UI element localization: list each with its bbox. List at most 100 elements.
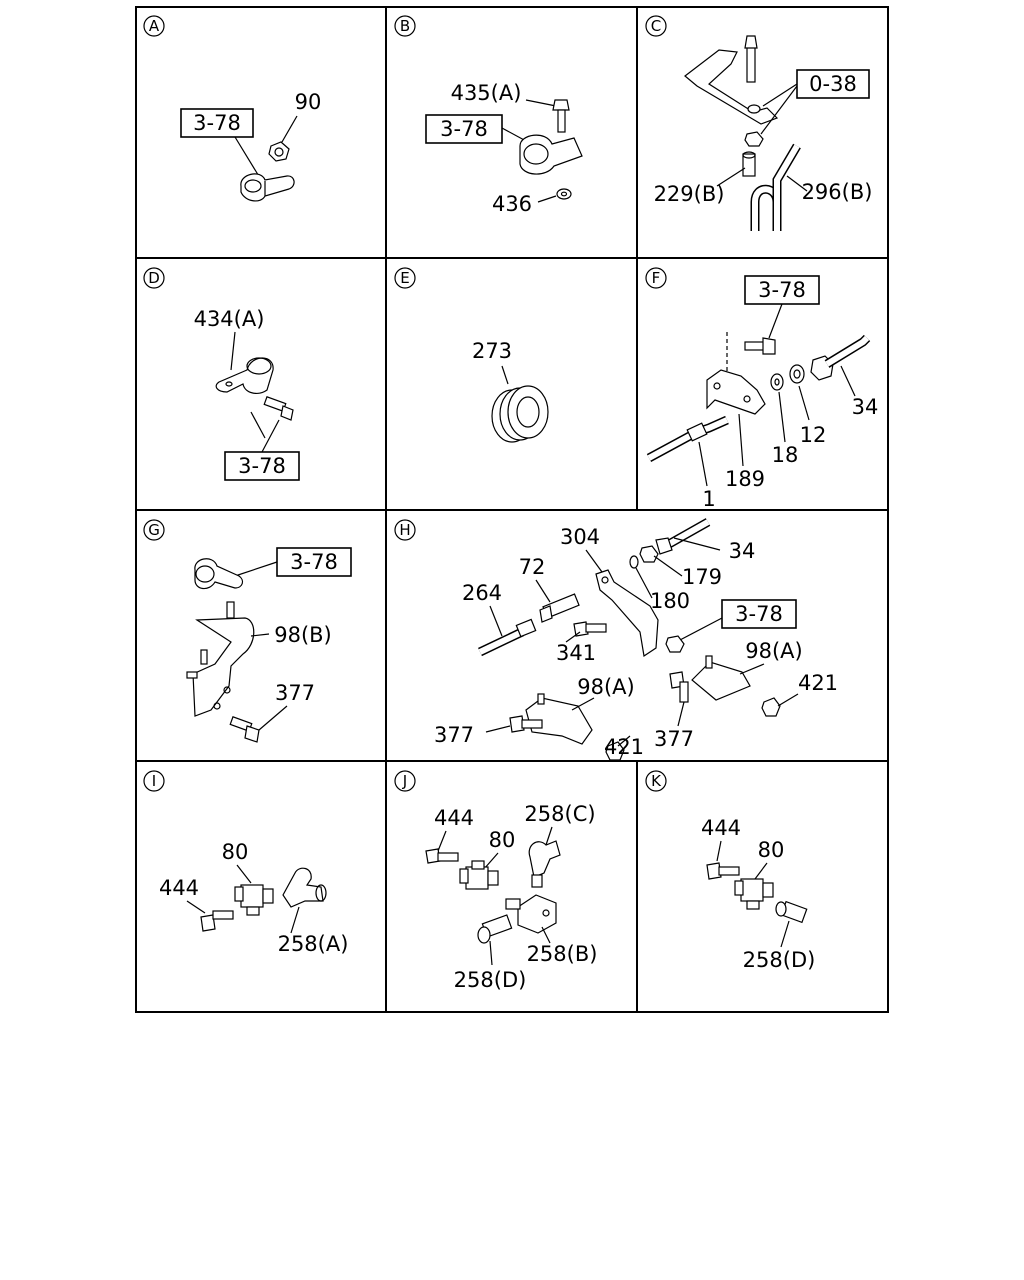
part-label: 421 — [604, 735, 644, 759]
ref-label: 3-78 — [290, 550, 338, 574]
bracket-icon — [684, 49, 779, 125]
part-label: 179 — [682, 565, 722, 589]
bolt-icon — [706, 862, 740, 880]
bolt-icon — [669, 671, 689, 703]
bolt-icon — [509, 715, 543, 733]
tube-icon — [742, 151, 756, 177]
grommet-icon — [491, 385, 549, 443]
panel-k: K 444 80 258(D) — [637, 761, 888, 1012]
panel-d: D 434(A) 3-78 — [135, 258, 386, 509]
svg-text:G: G — [148, 521, 160, 539]
part-label: 18 — [772, 443, 799, 467]
svg-text:D: D — [148, 269, 160, 287]
stud-icon — [186, 649, 208, 679]
tee-fitting-icon — [234, 884, 274, 916]
ref-label: 3-78 — [758, 278, 806, 302]
part-label: 436 — [492, 192, 532, 216]
ref-box[interactable] — [276, 547, 352, 577]
bracket-icon — [706, 369, 766, 415]
part-label: 80 — [222, 840, 249, 864]
part-label: 72 — [519, 555, 546, 579]
nut-icon — [268, 141, 290, 162]
part-label: 304 — [560, 525, 600, 549]
bolt-icon — [229, 716, 260, 743]
bolt-icon — [425, 848, 459, 864]
part-label: 90 — [295, 90, 322, 114]
ref-box[interactable] — [180, 108, 254, 138]
panel-e: E 273 — [386, 258, 637, 509]
bolt-icon — [552, 99, 570, 133]
part-label: 444 — [434, 806, 474, 830]
pipe-icon — [646, 415, 729, 462]
ref-box[interactable] — [744, 275, 820, 305]
part-label: 421 — [798, 671, 838, 695]
part-label: 98(A) — [745, 639, 802, 663]
panel-e-letter-icon: E — [394, 267, 416, 289]
straight-fitting-icon — [477, 914, 513, 944]
clamp-icon — [194, 558, 244, 590]
svg-text:B: B — [400, 17, 410, 35]
svg-text:C: C — [651, 17, 661, 35]
panel-g: G 3-78 98(B) 377 — [135, 510, 386, 761]
part-label: 296(B) — [802, 180, 873, 204]
panel-k-letter-icon: K — [645, 770, 667, 792]
washer-icon — [747, 104, 761, 114]
part-label: 98(A) — [577, 675, 634, 699]
part-label: 377 — [275, 681, 315, 705]
part-label: 180 — [650, 589, 690, 613]
panel-c: C 0-38 229(B) 296(B) — [637, 6, 888, 257]
panel-c-letter-icon: C — [645, 15, 667, 37]
panel-j: J 444 258(C) 80 258(B) 258(D) — [386, 761, 637, 1012]
ref-label: 0-38 — [809, 72, 857, 96]
part-label: 377 — [434, 723, 474, 747]
ref-box[interactable] — [796, 69, 870, 99]
panel-h-letter-icon: H — [394, 519, 416, 541]
bracket-icon — [595, 569, 659, 658]
clamp-icon — [240, 173, 295, 202]
washer-icon — [770, 373, 784, 391]
ref-label: 3-78 — [238, 454, 286, 478]
panel-f: F 3-78 34 12 18 189 1 — [637, 258, 888, 509]
straight-fitting-icon — [775, 900, 808, 924]
washer-icon — [789, 364, 805, 384]
ref-box[interactable] — [224, 451, 300, 481]
fitting-icon — [539, 593, 580, 623]
panel-g-letter-icon: G — [143, 519, 165, 541]
part-label: 273 — [472, 339, 512, 363]
svg-text:I: I — [152, 772, 156, 790]
pipe-icon — [824, 334, 871, 368]
panel-a-letter-icon: A — [143, 15, 165, 37]
panel-a: A 3-78 90 — [135, 6, 386, 257]
bolt-icon — [263, 396, 294, 421]
part-label: 434(A) — [194, 307, 265, 331]
bracket-icon — [192, 617, 255, 717]
svg-text:A: A — [149, 17, 160, 35]
bracket-icon — [525, 693, 593, 745]
panel-h: H 304 34 72 179 180 264 341 3-78 98(A) — [386, 510, 889, 761]
elbow-fitting-icon — [528, 840, 561, 888]
part-label: 34 — [729, 539, 756, 563]
ref-box[interactable] — [721, 599, 797, 629]
part-label: 435(A) — [451, 81, 522, 105]
bolt-icon — [200, 910, 234, 932]
panel-b-letter-icon: B — [394, 15, 416, 37]
nut-icon — [761, 697, 781, 717]
part-label: 1 — [702, 487, 715, 509]
washer-icon — [629, 555, 639, 569]
panel-i: I 80 444 258(A) — [135, 761, 386, 1012]
ref-label: 3-78 — [735, 602, 783, 626]
ref-label: 3-78 — [193, 111, 241, 135]
svg-text:K: K — [651, 772, 662, 790]
block-fitting-icon — [505, 894, 557, 934]
part-label: 258(B) — [527, 942, 598, 966]
part-label: 12 — [800, 423, 827, 447]
part-label: 258(A) — [278, 932, 349, 956]
elbow-fitting-icon — [282, 867, 327, 908]
hose-icon — [750, 143, 801, 231]
ref-box[interactable] — [425, 114, 503, 144]
part-label: 341 — [556, 641, 596, 665]
nut-icon — [665, 635, 685, 653]
bolt-icon — [573, 621, 607, 637]
part-label: 98(B) — [274, 623, 332, 647]
clamp-icon — [215, 357, 274, 394]
